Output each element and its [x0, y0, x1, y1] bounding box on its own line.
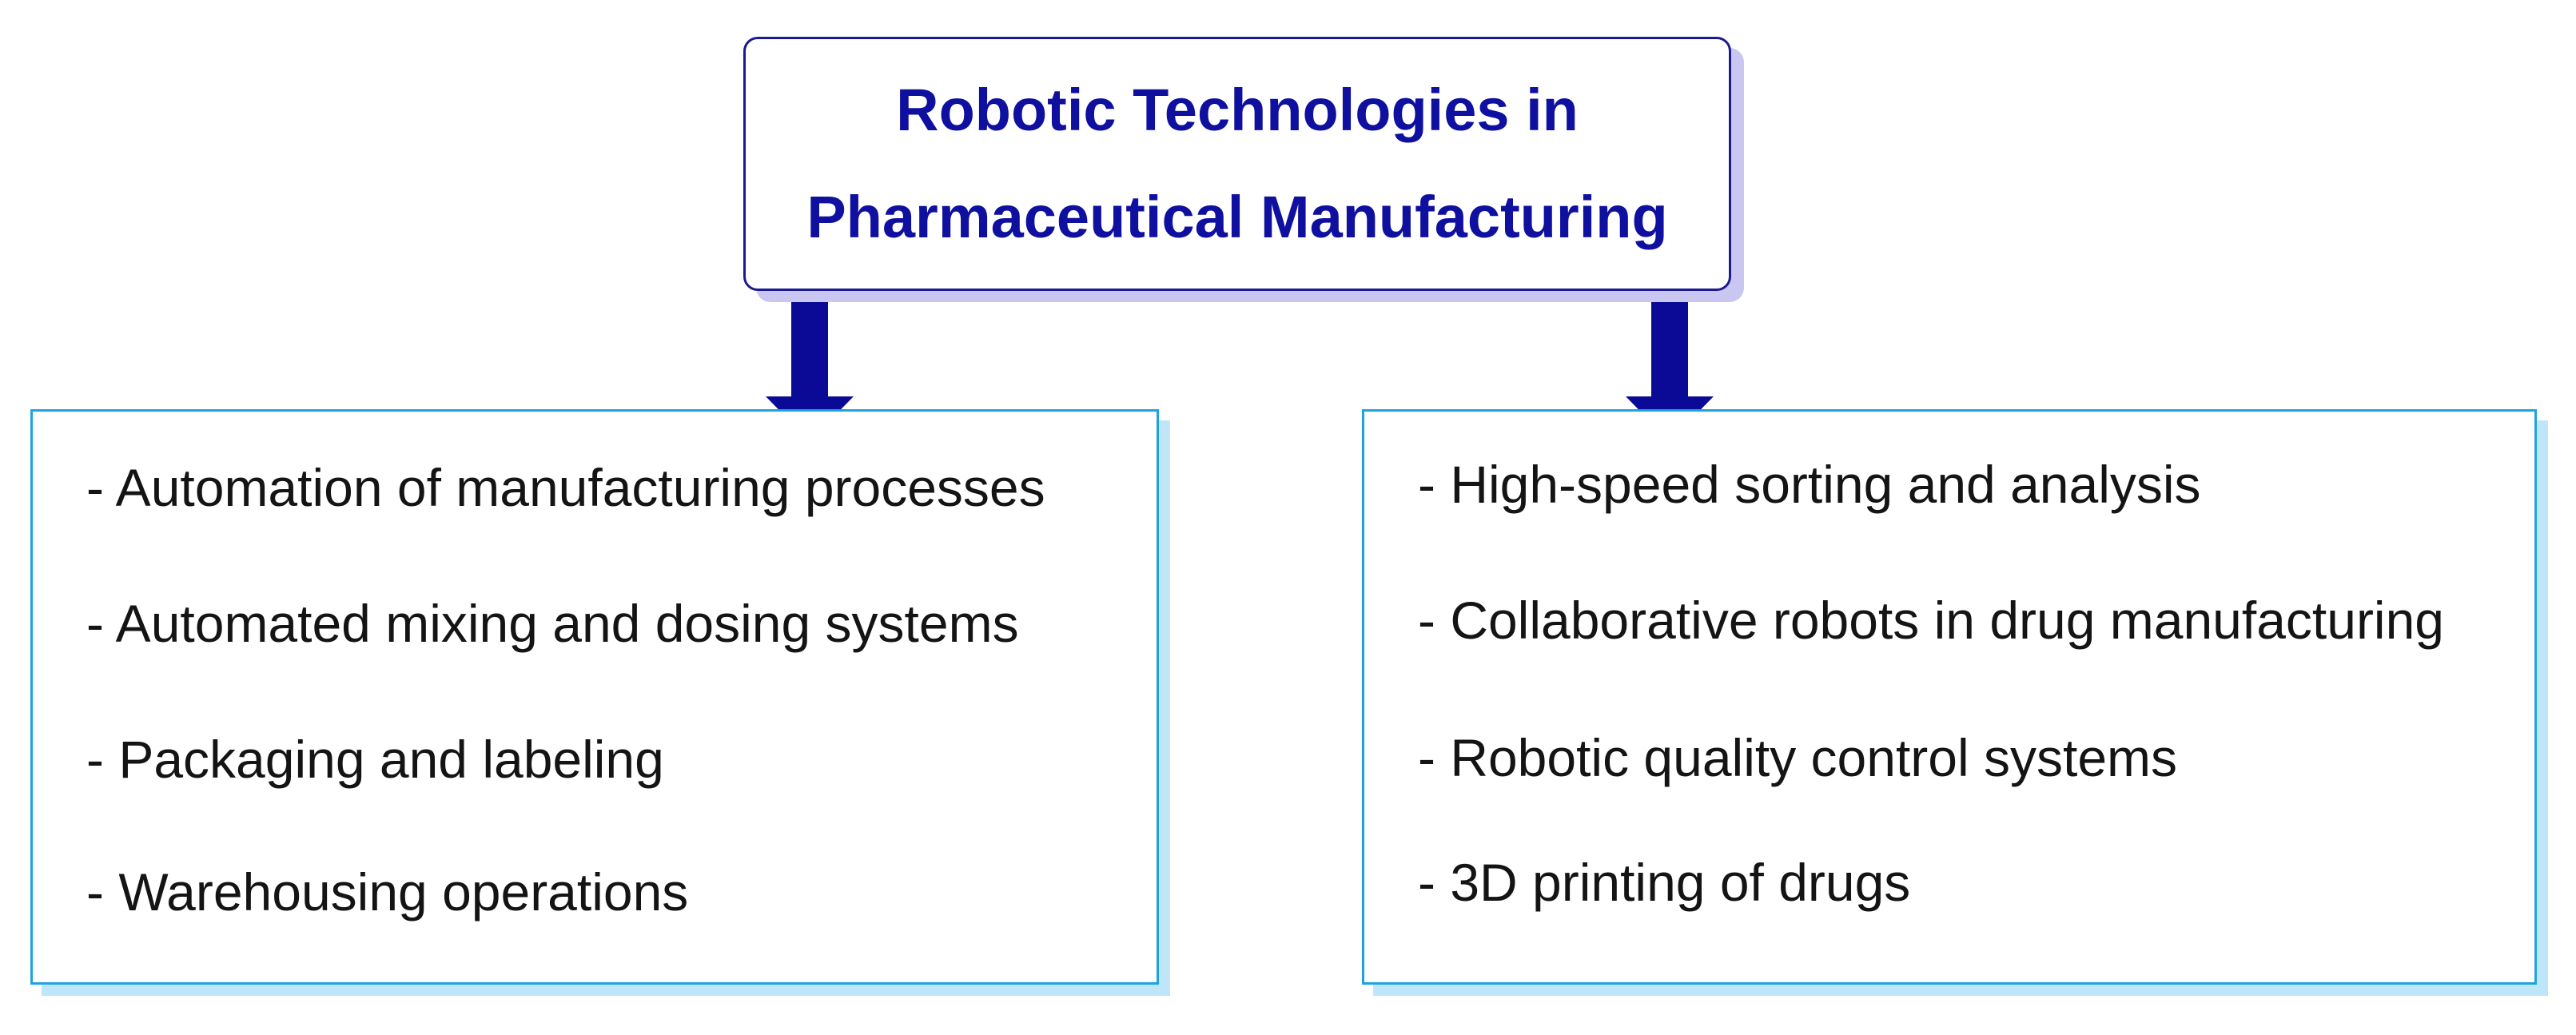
- left-list-item: - Automated mixing and dosing systems: [86, 594, 1019, 653]
- right-content-box: - High-speed sorting and analysis - Coll…: [1362, 409, 2537, 985]
- title-box: Robotic Technologies in Pharmaceutical M…: [743, 37, 1731, 291]
- left-list-item: - Warehousing operations: [86, 862, 689, 922]
- right-list-item: - Robotic quality control systems: [1418, 728, 2178, 787]
- title-line-1: Robotic Technologies in: [896, 77, 1579, 143]
- left-list-item: - Packaging and labeling: [86, 730, 664, 789]
- arrow-down-left-icon: [766, 302, 854, 441]
- title-line-2: Pharmaceutical Manufacturing: [806, 184, 1668, 250]
- right-list-item: - Collaborative robots in drug manufactu…: [1418, 591, 2445, 650]
- left-list-item: - Automation of manufacturing processes: [86, 458, 1045, 517]
- right-list-item: - High-speed sorting and analysis: [1418, 455, 2201, 514]
- arrow-down-right-icon: [1626, 302, 1714, 441]
- right-list-item: - 3D printing of drugs: [1418, 853, 1911, 912]
- left-content-box: - Automation of manufacturing processes …: [30, 409, 1159, 985]
